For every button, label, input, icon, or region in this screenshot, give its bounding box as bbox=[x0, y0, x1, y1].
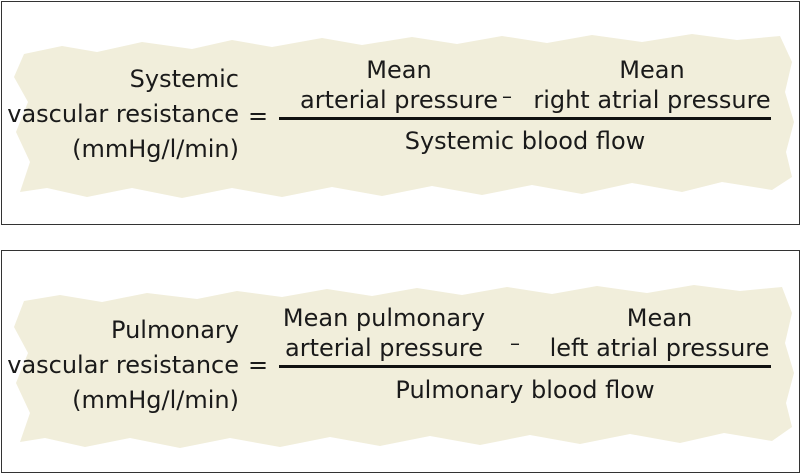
label-line-quantity: vascular resistance bbox=[7, 100, 239, 128]
term-line: right atrial pressure bbox=[533, 86, 771, 114]
numerator-term-2: Mean left atrial pressure bbox=[542, 303, 777, 363]
term-line: arterial pressure bbox=[300, 86, 498, 114]
equals-sign: = bbox=[248, 102, 269, 130]
term-line: left atrial pressure bbox=[549, 334, 770, 362]
pulmonary-resistance-panel: Pulmonary vascular resistance (mmHg/l/mi… bbox=[1, 250, 800, 473]
numerator-term-1: Mean arterial pressure bbox=[279, 55, 519, 115]
equals-sign: = bbox=[248, 351, 269, 379]
label-line-quantity: vascular resistance bbox=[7, 351, 239, 379]
fraction-bar bbox=[279, 117, 771, 120]
fraction-bar bbox=[279, 365, 771, 368]
pulmonary-resistance-label: Pulmonary vascular resistance (mmHg/l/mi… bbox=[7, 313, 239, 418]
term-line: Mean pulmonary bbox=[282, 304, 486, 332]
denominator: Pulmonary blood flow bbox=[395, 376, 655, 404]
minus-sign: – bbox=[502, 84, 512, 108]
denominator: Systemic blood flow bbox=[404, 127, 646, 155]
label-line-name: Systemic bbox=[129, 65, 239, 93]
term-line: arterial pressure bbox=[285, 334, 483, 362]
label-line-units: (mmHg/l/min) bbox=[72, 135, 239, 163]
term-line: Mean bbox=[366, 56, 432, 84]
minus-sign: – bbox=[510, 331, 520, 355]
systemic-resistance-label: Systemic vascular resistance (mmHg/l/min… bbox=[7, 62, 239, 167]
numerator-term-1: Mean pulmonary arterial pressure bbox=[279, 303, 489, 363]
systemic-resistance-panel: Systemic vascular resistance (mmHg/l/min… bbox=[1, 1, 800, 225]
parchment-background bbox=[14, 34, 794, 198]
numerator-term-2: Mean right atrial pressure bbox=[532, 55, 772, 115]
label-line-name: Pulmonary bbox=[111, 316, 239, 344]
label-line-units: (mmHg/l/min) bbox=[72, 386, 239, 414]
term-line: Mean bbox=[626, 304, 693, 332]
term-line: Mean bbox=[619, 56, 685, 84]
